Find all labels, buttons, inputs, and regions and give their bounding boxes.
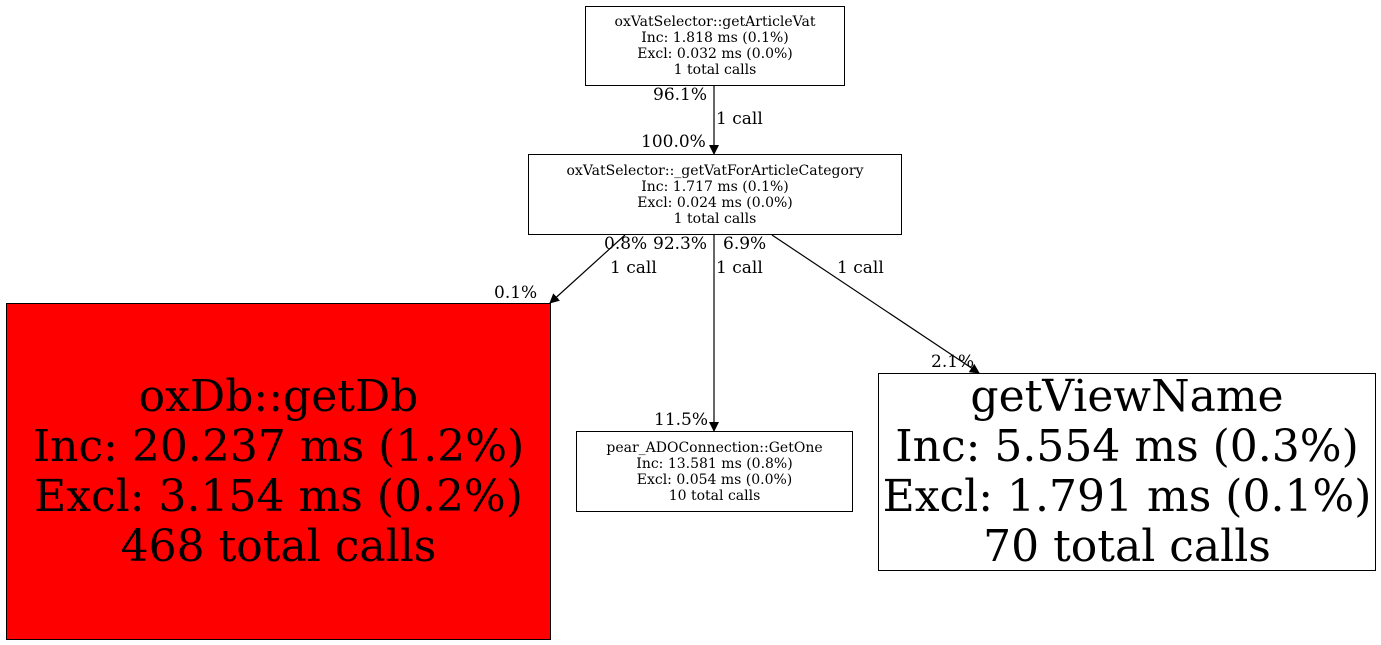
node-name: pear_ADOConnection::GetOne xyxy=(606,439,823,456)
node-get-view-name[interactable]: getViewName Inc: 5.554 ms (0.3%) Excl: 1… xyxy=(878,371,1376,572)
edge-call-count: 1 call xyxy=(837,258,884,278)
node-name: oxVatSelector::_getVatForArticleCategory xyxy=(566,162,864,179)
edge-tail-percent: 92.3% xyxy=(653,234,708,254)
edge-getvat-to-getdb xyxy=(549,234,626,304)
node-total-calls: 10 total calls xyxy=(668,487,761,504)
node-inclusive-time: Inc: 20.237 ms (1.2%) xyxy=(32,420,525,472)
edge-head-percent: 0.1% xyxy=(494,283,538,303)
node-total-calls: 1 total calls xyxy=(673,62,757,78)
node-name: getViewName xyxy=(970,371,1284,422)
node-exclusive-time: Excl: 0.054 ms (0.0%) xyxy=(636,471,793,488)
node-name: oxVatSelector::getArticleVat xyxy=(614,14,816,30)
node-total-calls: 1 total calls xyxy=(673,210,757,227)
edge-head-percent: 100.0% xyxy=(641,132,706,152)
node-name: oxDb::getDb xyxy=(138,370,419,422)
edge-head-percent: 11.5% xyxy=(654,410,709,430)
node-exclusive-time: Excl: 0.032 ms (0.0%) xyxy=(637,46,793,62)
node-exclusive-time: Excl: 0.024 ms (0.0%) xyxy=(637,194,793,211)
edge-tail-percent: 96.1% xyxy=(653,85,708,105)
node-get-vat-for-article-category[interactable]: oxVatSelector::_getVatForArticleCategory… xyxy=(528,154,902,235)
node-total-calls: 468 total calls xyxy=(120,520,437,572)
edge-head-percent: 2.1% xyxy=(931,352,975,372)
edge-call-count: 1 call xyxy=(716,109,763,129)
node-get-db[interactable]: oxDb::getDb Inc: 20.237 ms (1.2%) Excl: … xyxy=(6,303,551,640)
node-inclusive-time: Inc: 1.818 ms (0.1%) xyxy=(641,30,789,46)
node-inclusive-time: Inc: 13.581 ms (0.8%) xyxy=(636,455,793,472)
node-get-article-vat[interactable]: oxVatSelector::getArticleVat Inc: 1.818 … xyxy=(585,6,845,86)
edge-tail-percent: 0.8% xyxy=(604,234,648,254)
edge-call-count: 1 call xyxy=(610,258,657,278)
node-exclusive-time: Excl: 1.791 ms (0.1%) xyxy=(882,471,1372,522)
node-get-one[interactable]: pear_ADOConnection::GetOne Inc: 13.581 m… xyxy=(576,431,853,512)
node-inclusive-time: Inc: 5.554 ms (0.3%) xyxy=(895,421,1359,472)
edge-getvat-to-getviewname xyxy=(771,234,980,374)
node-exclusive-time: Excl: 3.154 ms (0.2%) xyxy=(34,470,523,522)
node-inclusive-time: Inc: 1.717 ms (0.1%) xyxy=(641,178,789,195)
edge-tail-percent: 6.9% xyxy=(723,234,767,254)
edge-call-count: 1 call xyxy=(716,258,763,278)
node-total-calls: 70 total calls xyxy=(983,521,1271,572)
